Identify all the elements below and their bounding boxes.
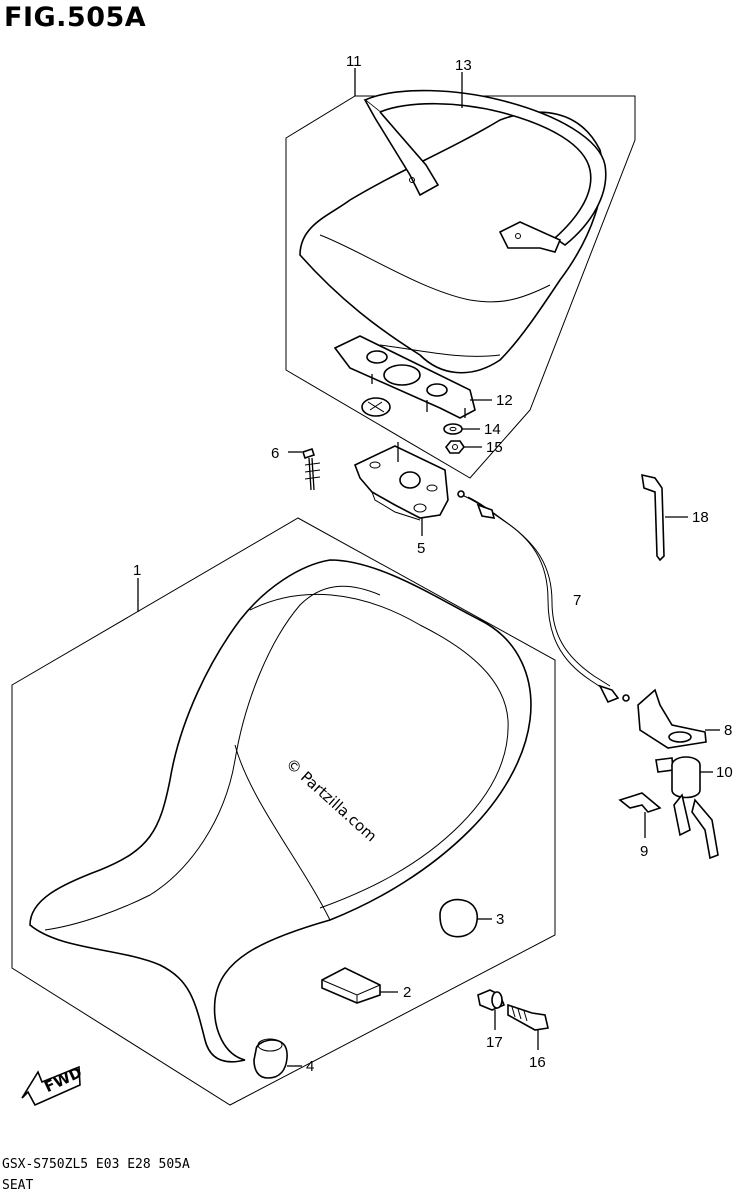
callout-6: 6 — [271, 445, 279, 462]
callout-8: 8 — [724, 722, 732, 739]
cable-tie — [641, 473, 665, 562]
fwd-arrow: FWD — [21, 1063, 85, 1107]
callout-1: 1 — [133, 562, 141, 579]
callout-15: 15 — [486, 439, 503, 456]
callout-13: 13 — [455, 57, 472, 74]
seat-key-lock — [655, 756, 719, 860]
nut — [445, 440, 465, 454]
bolt — [507, 1003, 549, 1031]
callout-16: 16 — [529, 1054, 546, 1071]
footer-name: SEAT — [2, 1178, 34, 1193]
callout-17: 17 — [486, 1034, 503, 1051]
footer-code: GSX-S750ZL5 E03 E28 505A — [2, 1157, 190, 1172]
seat-pad — [321, 967, 381, 1004]
callout-12: 12 — [496, 392, 513, 409]
callout-14: 14 — [484, 421, 501, 438]
washer — [443, 423, 463, 435]
callout-2: 2 — [403, 984, 411, 1001]
main-seat — [29, 559, 532, 1063]
callout-11: 11 — [346, 53, 362, 70]
seat-cushion — [439, 898, 478, 938]
callout-10: 10 — [716, 764, 733, 781]
screw — [301, 447, 316, 460]
callout-3: 3 — [496, 911, 504, 928]
callout-4: 4 — [306, 1058, 314, 1075]
lock-clip — [618, 792, 662, 813]
callout-7: 7 — [573, 592, 581, 609]
leader-lines — [137, 68, 720, 1067]
callout-9: 9 — [640, 843, 648, 860]
figure-title: FIG.505A — [4, 2, 147, 33]
callout-5: 5 — [417, 540, 425, 557]
front-seat-frame — [11, 517, 556, 1106]
callout-18: 18 — [692, 509, 709, 526]
